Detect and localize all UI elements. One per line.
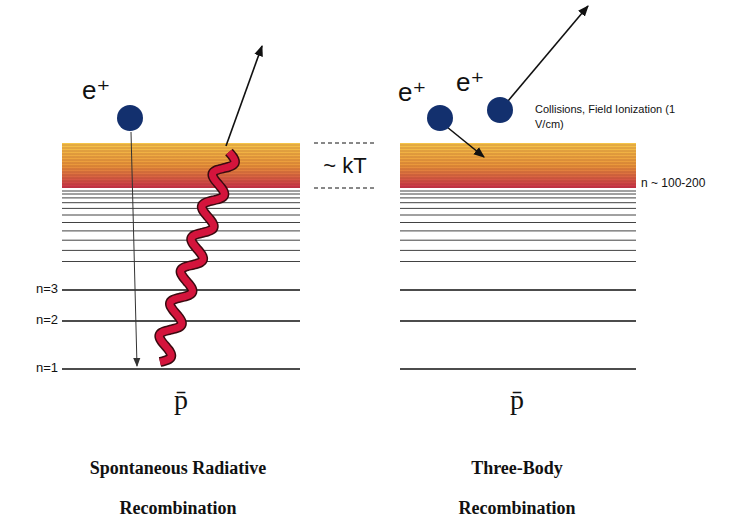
energy-level [400,250,636,251]
particle-label: e⁺ [82,76,110,106]
emitted-arrow [226,46,262,146]
energy-level [400,208,636,209]
energy-level [400,230,636,231]
band-line [62,160,300,161]
energy-levels [400,143,636,369]
photon-outline [159,152,235,362]
band-line [62,151,300,152]
band-line [62,148,300,149]
band-line [62,166,300,167]
level-label: n=2 [36,313,58,328]
energy-level [400,194,636,195]
band-line [400,175,636,176]
energy-level [62,208,300,209]
energy-level [62,202,300,203]
band-line [400,145,636,146]
capture-arrow [447,127,484,157]
energy-level [400,240,636,241]
energy-level [62,261,300,262]
energy-level [62,222,300,223]
panel-title: Spontaneous Radiative Recombination [71,448,286,521]
photon-ribbon [159,152,235,362]
energy-level [62,230,300,231]
energy-level [62,240,300,241]
positron [487,97,513,123]
antiproton-label: p̄ [174,384,188,416]
level-label: n=3 [36,282,58,297]
energy-level [400,368,636,369]
kt-label: ~ kT [323,153,366,178]
band-line [62,169,300,170]
band-line [62,163,300,164]
band-line [400,178,636,179]
band-line [62,187,300,188]
energy-level [62,197,300,198]
energy-level [62,215,300,216]
antiproton-label: p̄ [510,384,524,416]
band-line [400,157,636,158]
energy-level [400,191,636,192]
kt-bracket [314,143,376,188]
band-line [400,184,636,185]
band-line [400,154,636,155]
energy-level [400,202,636,203]
energy-level [62,289,300,290]
band-line [62,157,300,158]
band-line [62,154,300,155]
energy-level [62,194,300,195]
process-note: Collisions, Field Ionization (1 V/cm) [535,102,685,132]
energy-level [400,289,636,290]
band-line [400,169,636,170]
band-line [62,145,300,146]
rydberg-band [62,143,300,188]
panel-title: Three-Body Recombination [417,448,617,521]
band-line [62,178,300,179]
escape-arrow [508,6,588,101]
energy-level [400,261,636,262]
rydberg-band [400,143,636,188]
energy-level [62,368,300,369]
band-line [400,163,636,164]
energy-level [62,250,300,251]
energy-levels [62,143,300,369]
band-line [400,148,636,149]
band-line [400,166,636,167]
band-line [400,181,636,182]
energy-level [62,191,300,192]
band-line [62,181,300,182]
particle-label: e⁺ [456,68,484,98]
photon-wiggle [159,152,235,362]
band-line [400,160,636,161]
positron [427,105,453,131]
band-line [400,151,636,152]
band-line [400,172,636,173]
particle-label: e⁺ [398,78,426,108]
energy-level [400,197,636,198]
decay-arrow [131,132,137,366]
level-label: n=1 [36,361,58,376]
positron [117,105,143,131]
energy-level [400,222,636,223]
level-range-label: n ~ 100-200 [641,177,705,191]
band-line [62,172,300,173]
band-line [400,187,636,188]
energy-level [400,320,636,321]
band-line [62,184,300,185]
band-line [62,175,300,176]
energy-level [400,215,636,216]
